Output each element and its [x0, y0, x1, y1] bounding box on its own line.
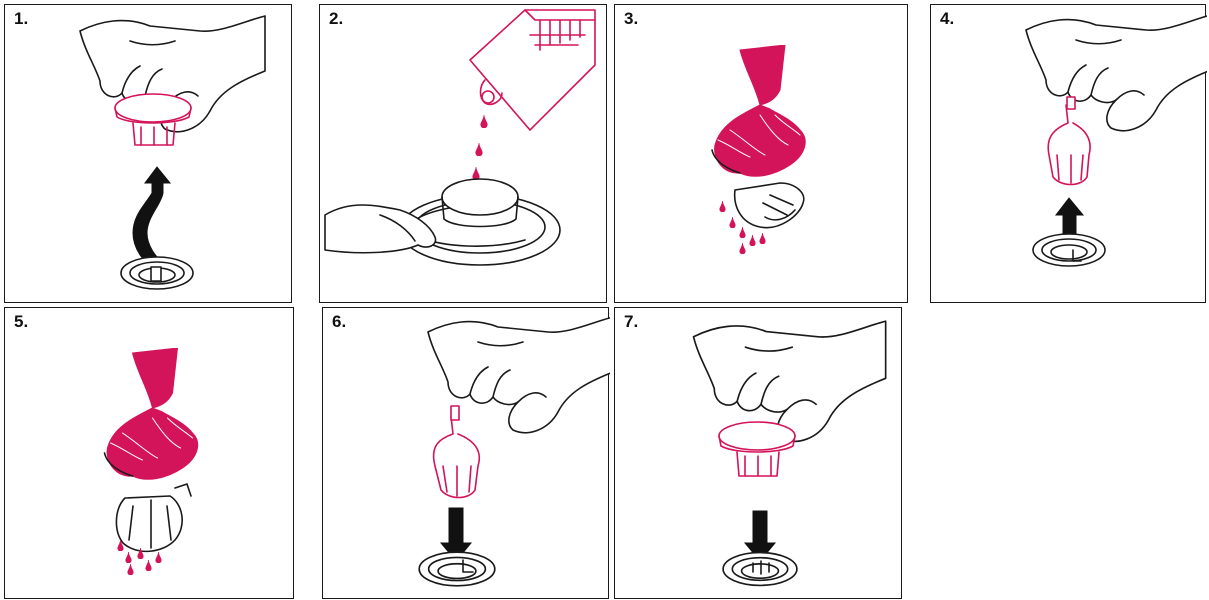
step-5-panel: 5.: [4, 307, 294, 599]
step-3-panel: 3.: [614, 4, 908, 303]
step-7-panel: 7.: [614, 307, 902, 599]
apply-cleaner-icon: [320, 5, 608, 304]
remove-nozzle-icon: [931, 5, 1207, 304]
clean-nozzle-with-brush-icon: [5, 308, 295, 600]
step-1-panel: 1.: [4, 4, 292, 303]
step-4-panel: 4.: [930, 4, 1206, 303]
clean-cap-with-brush-icon: [615, 5, 909, 304]
step-6-panel: 6.: [322, 307, 609, 599]
step-2-panel: 2.: [319, 4, 607, 303]
insert-nozzle-icon: [323, 308, 610, 600]
replace-cap-icon: [615, 308, 903, 600]
remove-cap-icon: [5, 5, 293, 304]
